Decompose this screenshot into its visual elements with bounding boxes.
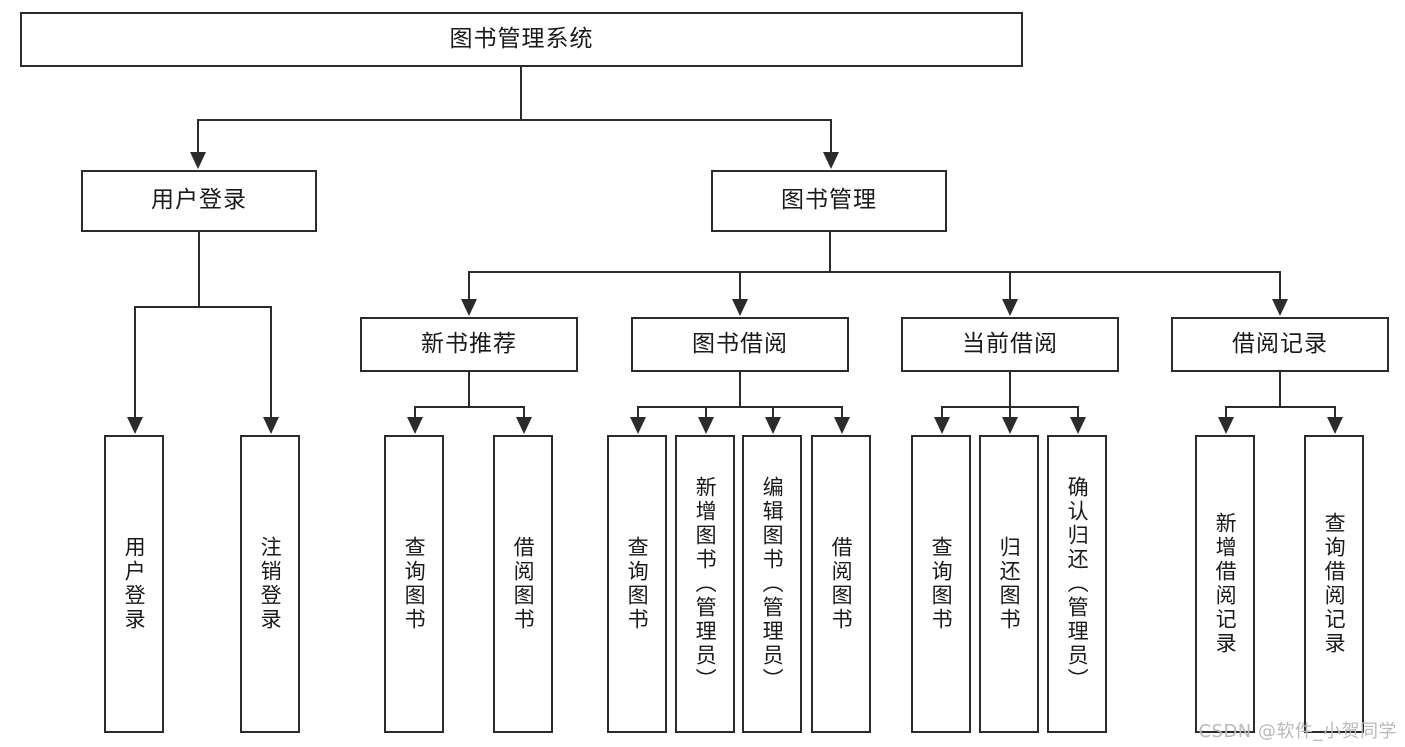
node-current-borrow[interactable]: 当前借阅 [901,317,1119,372]
node-user-login[interactable]: 用户登录 [81,170,317,232]
edge-to-borrow-record [1279,271,1281,301]
edge-bb-to-leaf-3 [772,406,774,419]
edge-root-to-user-login [197,119,199,154]
node-book-manage[interactable]: 图书管理 [711,170,947,232]
edge-br-to-leaf-2 [1334,406,1336,419]
edge-bb-to-leaf-2 [705,406,707,419]
leaf-user-login-label: 用户登录 [122,536,147,632]
leaf-query-record-label: 查询借阅记录 [1322,512,1347,656]
edge-bb-to-leaf-1 [637,406,639,419]
leaf-borrow-book-2[interactable]: 借阅图书 [811,435,871,733]
node-new-book-recommend-label: 新书推荐 [421,330,517,357]
leaf-logout-label: 注销登录 [258,536,283,632]
leaf-confirm-return-label: 确认归还（管理员） [1065,476,1090,692]
node-current-borrow-label: 当前借阅 [962,330,1058,357]
leaf-borrow-book-2-label: 借阅图书 [829,536,854,632]
leaf-return-book-label: 归还图书 [997,536,1022,632]
edge-new-book-recommend-stem [468,372,470,406]
leaf-logout[interactable]: 注销登录 [240,435,300,733]
leaf-return-book[interactable]: 归还图书 [979,435,1039,733]
leaf-edit-book-label: 编辑图书（管理员） [760,476,785,692]
leaf-add-book-label: 新增图书（管理员） [693,476,718,692]
node-book-borrow-label: 图书借阅 [692,330,788,357]
arrowhead-user-login [190,152,206,169]
node-book-manage-label: 图书管理 [781,187,877,214]
arrowhead-book-manage [823,152,839,169]
edge-nbr-to-leaf-1 [414,406,416,419]
edge-borrow-record-stem [1279,372,1281,406]
leaf-query-book-3[interactable]: 查询图书 [911,435,971,733]
arrowhead-book-borrow [732,299,748,316]
arrowhead-nbr-leaf-2 [516,417,532,434]
edge-user-login-stem [198,232,200,306]
watermark: CSDN @软件_小贺同学 [1198,721,1397,742]
arrowhead-bb-leaf-2 [698,417,714,434]
arrowhead-nbr-leaf-1 [407,417,423,434]
edge-root-bus [197,119,832,121]
node-root-label: 图书管理系统 [449,25,594,52]
edge-book-manage-bus [468,271,1280,273]
leaf-confirm-return[interactable]: 确认归还（管理员） [1047,435,1107,733]
leaf-query-book-1-label: 查询图书 [402,536,427,632]
arrowhead-br-leaf-1 [1218,417,1234,434]
edge-cb-to-leaf-1 [941,406,943,419]
edge-cb-to-leaf-2 [1009,406,1011,419]
edge-cb-to-leaf-3 [1077,406,1079,419]
edge-bb-to-leaf-4 [841,406,843,419]
leaf-query-book-2-label: 查询图书 [625,536,650,632]
arrowhead-cb-leaf-2 [1002,417,1018,434]
leaf-add-book[interactable]: 新增图书（管理员） [675,435,735,733]
edge-br-to-leaf-1 [1225,406,1227,419]
edge-to-new-book-recommend [468,271,470,301]
leaf-query-book-1[interactable]: 查询图书 [384,435,444,733]
edge-nbr-to-leaf-2 [523,406,525,419]
arrowhead-new-book-recommend [461,299,477,316]
edge-user-login-to-leaf-1 [134,306,136,419]
leaf-query-record[interactable]: 查询借阅记录 [1304,435,1364,733]
edge-to-book-borrow [739,271,741,301]
leaf-add-record[interactable]: 新增借阅记录 [1195,435,1255,733]
arrowhead-bb-leaf-1 [630,417,646,434]
leaf-query-book-2[interactable]: 查询图书 [607,435,667,733]
edge-to-current-borrow [1009,271,1011,301]
edge-user-login-bus [134,306,271,308]
node-new-book-recommend[interactable]: 新书推荐 [360,317,578,372]
leaf-add-record-label: 新增借阅记录 [1213,512,1238,656]
node-root[interactable]: 图书管理系统 [20,12,1023,67]
node-borrow-record-label: 借阅记录 [1232,330,1328,357]
edge-book-manage-stem [829,232,831,271]
arrowhead-cb-leaf-1 [934,417,950,434]
edge-root-stem [520,67,522,119]
edge-new-book-recommend-bus [414,406,524,408]
node-user-login-label: 用户登录 [151,187,247,214]
edge-book-borrow-stem [739,372,741,406]
arrowhead-leaf-user-login [127,417,143,434]
arrowhead-bb-leaf-4 [834,417,850,434]
leaf-edit-book[interactable]: 编辑图书（管理员） [742,435,802,733]
arrowhead-borrow-record [1272,299,1288,316]
node-book-borrow[interactable]: 图书借阅 [631,317,849,372]
arrowhead-br-leaf-2 [1327,417,1343,434]
leaf-query-book-3-label: 查询图书 [929,536,954,632]
arrowhead-current-borrow [1002,299,1018,316]
edge-user-login-to-leaf-2 [270,306,272,419]
arrowhead-bb-leaf-3 [765,417,781,434]
edge-current-borrow-stem [1009,372,1011,406]
node-borrow-record[interactable]: 借阅记录 [1171,317,1389,372]
edge-book-borrow-bus [637,406,842,408]
leaf-borrow-book-1[interactable]: 借阅图书 [493,435,553,733]
leaf-borrow-book-1-label: 借阅图书 [511,536,536,632]
arrowhead-cb-leaf-3 [1070,417,1086,434]
leaf-user-login[interactable]: 用户登录 [104,435,164,733]
edge-borrow-record-bus [1225,406,1335,408]
edge-root-to-book-manage [830,119,832,154]
arrowhead-leaf-logout [263,417,279,434]
